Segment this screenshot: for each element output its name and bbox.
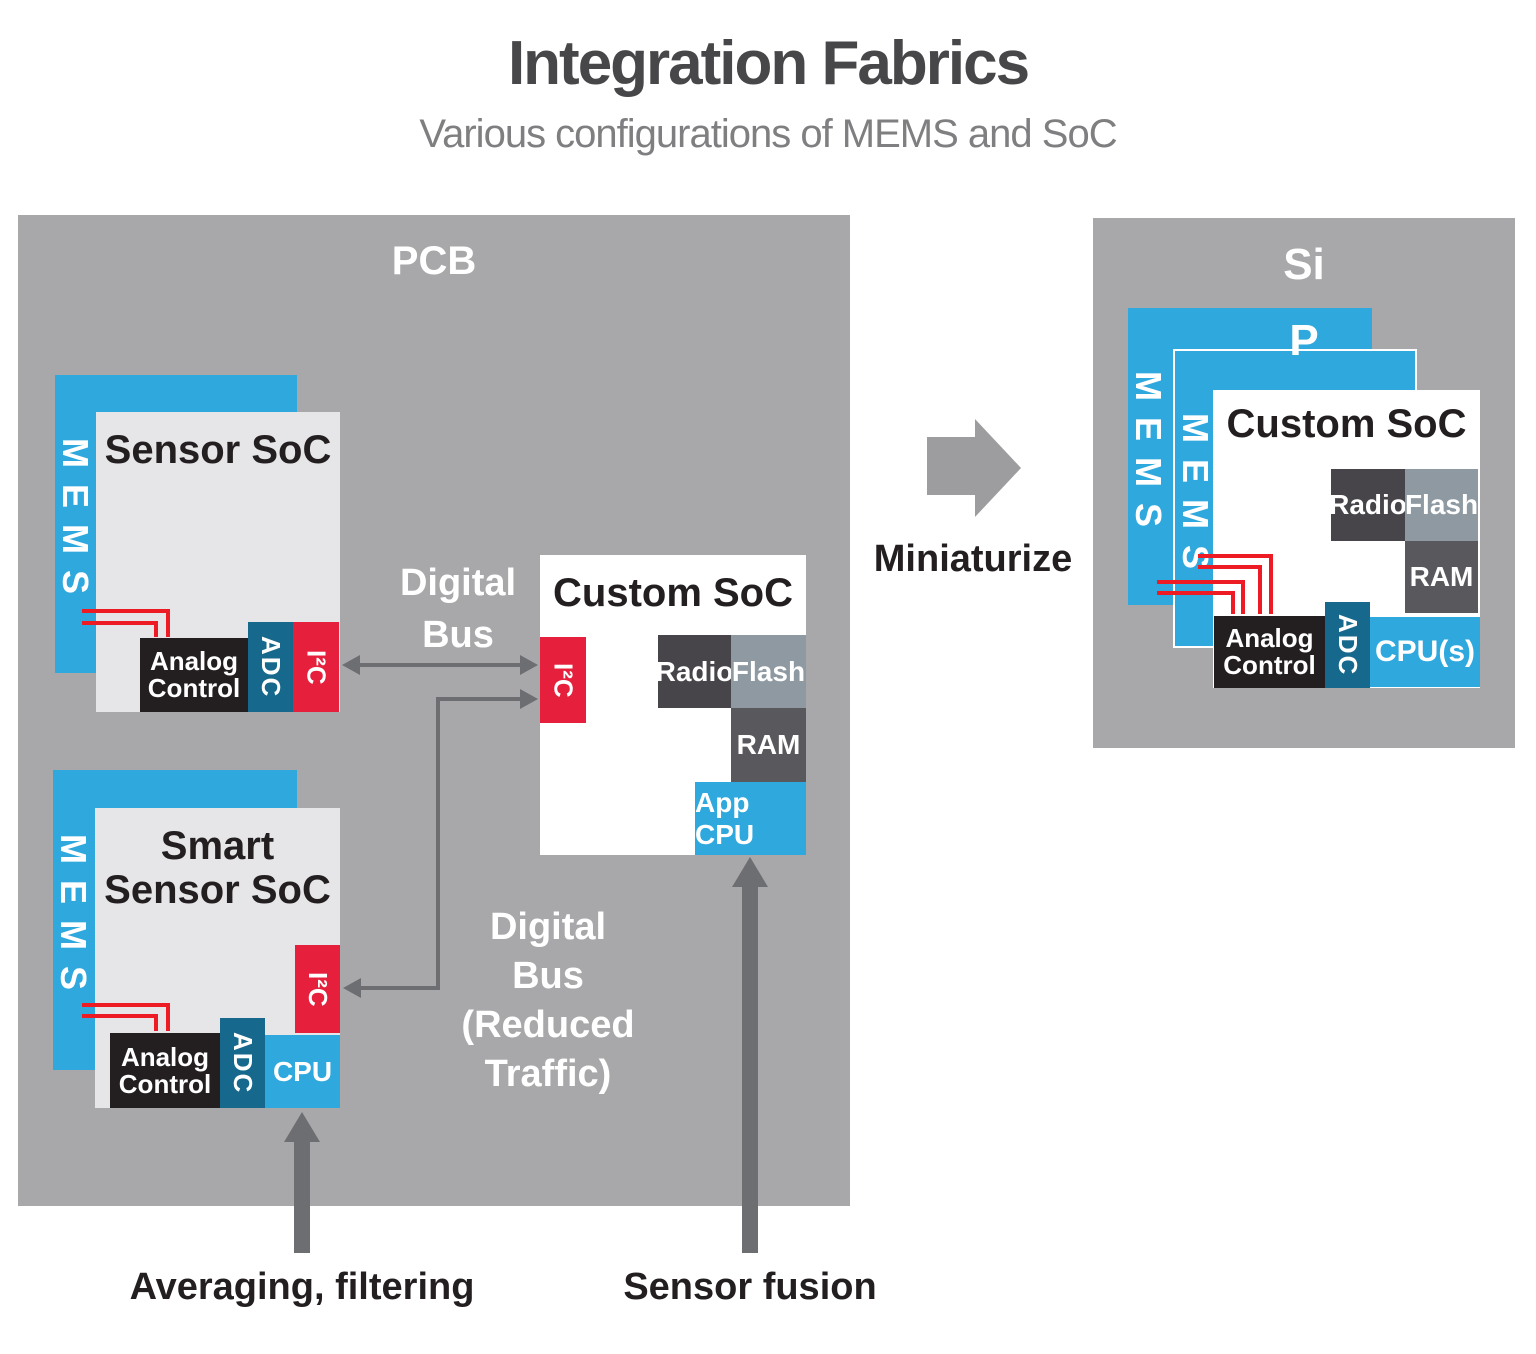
sip-flash-block: Flash xyxy=(1405,469,1478,541)
smart-sensor-soc-i2c-block: I²C xyxy=(295,945,340,1033)
sip-ram-block: RAM xyxy=(1405,541,1478,613)
custom-soc-app-cpu-block: App CPU xyxy=(695,782,806,855)
smart-sensor-soc-adc-block: ADC xyxy=(220,1018,265,1108)
page-subtitle: Various configurations of MEMS and SoC xyxy=(419,112,1117,156)
sip-mems-inner-label: MEMS xyxy=(1175,412,1216,585)
averaging-filtering-label: Averaging, filtering xyxy=(129,1266,475,1308)
custom-soc-radio-block: Radio xyxy=(656,635,733,708)
pcb-board: PCB MEMS Sensor SoC Analog Control ADC I… xyxy=(18,215,850,1206)
smart-title-line2: Sensor SoC xyxy=(104,868,331,912)
custom-soc-flash-block: Flash xyxy=(731,635,806,708)
sip-analog-control-block: Analog Control xyxy=(1214,616,1325,688)
sensor-soc-i2c-block: I²C xyxy=(293,622,339,712)
miniaturize-arrow xyxy=(927,419,1021,517)
sip-radio-block: Radio xyxy=(1329,469,1407,541)
custom-soc-title: Custom SoC xyxy=(553,571,793,615)
analog-control-line2: Control xyxy=(118,1068,212,1099)
analog-control-line1: Analog xyxy=(149,646,239,676)
sip-label-p: P xyxy=(1289,316,1319,365)
smart-sensor-soc-title: Smart Sensor SoC xyxy=(95,824,340,912)
sensor-soc-title: Sensor SoC xyxy=(104,428,332,472)
custom-soc-i2c-block: I²C xyxy=(540,637,586,723)
sip-board: Si MEMS MEMS P Custom SoC Radio Flash RA… xyxy=(1093,218,1515,748)
smart-sensor-soc-mems-label: MEMS xyxy=(53,834,94,1006)
miniaturize-label: Miniaturize xyxy=(873,538,1073,580)
smart-title-line1: Smart xyxy=(160,824,275,868)
sip-label-si: Si xyxy=(1283,240,1325,289)
sensor-soc-adc-block: ADC xyxy=(248,622,293,712)
sensor-soc-mems-label: MEMS xyxy=(55,438,96,610)
smart-sensor-soc-analog-control-block: Analog Control xyxy=(110,1033,220,1108)
page-title: Integration Fabrics xyxy=(507,29,1030,98)
sip-custom-soc-title: Custom SoC xyxy=(1226,402,1467,446)
analog-control-line1: Analog xyxy=(120,1041,210,1072)
analog-control-line1: Analog xyxy=(1225,623,1314,653)
digital-bus-label: Digital Bus xyxy=(399,562,517,656)
analog-control-line2: Control xyxy=(147,673,241,703)
sip-cpu-block: CPU(s) xyxy=(1370,617,1480,687)
smart-sensor-soc-cpu-block: CPU xyxy=(265,1035,340,1108)
sip-adc-block: ADC xyxy=(1325,602,1370,688)
digital-bus-reduced-label: Digital Bus (Reduced Traffic) xyxy=(461,906,635,1095)
sensor-fusion-label: Sensor fusion xyxy=(623,1266,877,1308)
sensor-soc-analog-control-block: Analog Control xyxy=(140,638,248,712)
analog-control-line2: Control xyxy=(1223,650,1316,680)
sip-mems-outer-label: MEMS xyxy=(1128,370,1169,543)
pcb-label: PCB xyxy=(391,239,477,283)
custom-soc-ram-block: RAM xyxy=(731,708,806,782)
